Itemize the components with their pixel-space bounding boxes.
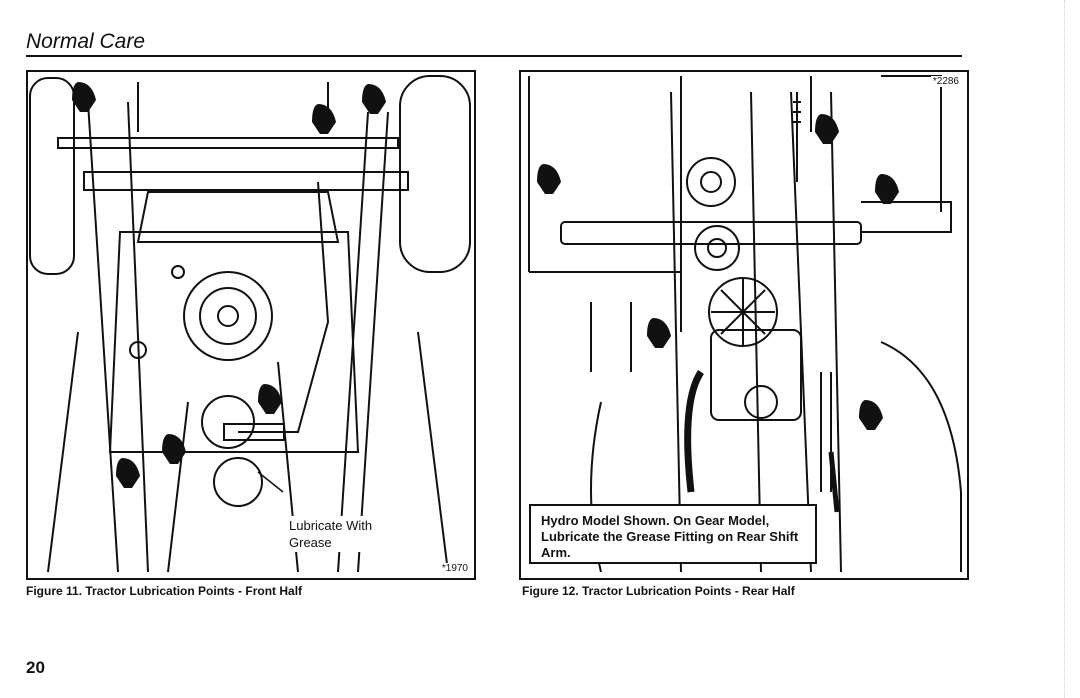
scan-margin xyxy=(1064,0,1066,698)
grease-point-marker xyxy=(859,400,883,430)
figure-12-caption: Figure 12. Tractor Lubrication Points - … xyxy=(522,584,795,598)
lubricate-callout: Lubricate With Grease xyxy=(286,516,392,552)
grease-point-marker xyxy=(647,318,671,348)
header-rule xyxy=(26,55,962,57)
grease-point-marker xyxy=(312,104,336,134)
tractor-rear-illustration xyxy=(528,75,962,573)
figure-12-rear-half: *2286 Hydro Model Shown. On Gear Model, … xyxy=(519,70,969,580)
right-tire xyxy=(399,75,471,273)
grease-point-marker xyxy=(537,164,561,194)
callout-leader xyxy=(257,471,284,493)
hydro-model-callout: Hydro Model Shown. On Gear Model, Lubric… xyxy=(529,504,817,564)
shift-rod xyxy=(793,92,801,182)
section-title: Normal Care xyxy=(26,30,146,53)
figure-11-front-half: Lubricate With Grease *1970 xyxy=(26,70,476,580)
grease-point-marker xyxy=(162,434,186,464)
figure-11-caption: Figure 11. Tractor Lubrication Points - … xyxy=(26,584,303,598)
grease-point-marker xyxy=(815,114,839,144)
grease-point-marker xyxy=(116,458,140,488)
figure-12-number: *2286 xyxy=(930,76,961,87)
tractor-front-illustration xyxy=(29,75,471,573)
figure-11-number: *1970 xyxy=(439,563,470,574)
page-number: 20 xyxy=(26,658,45,677)
left-tire xyxy=(29,77,75,275)
grease-point-marker xyxy=(362,84,386,114)
grease-point-marker xyxy=(258,384,282,414)
grease-point-marker xyxy=(875,174,899,204)
grease-point-marker xyxy=(72,82,96,112)
